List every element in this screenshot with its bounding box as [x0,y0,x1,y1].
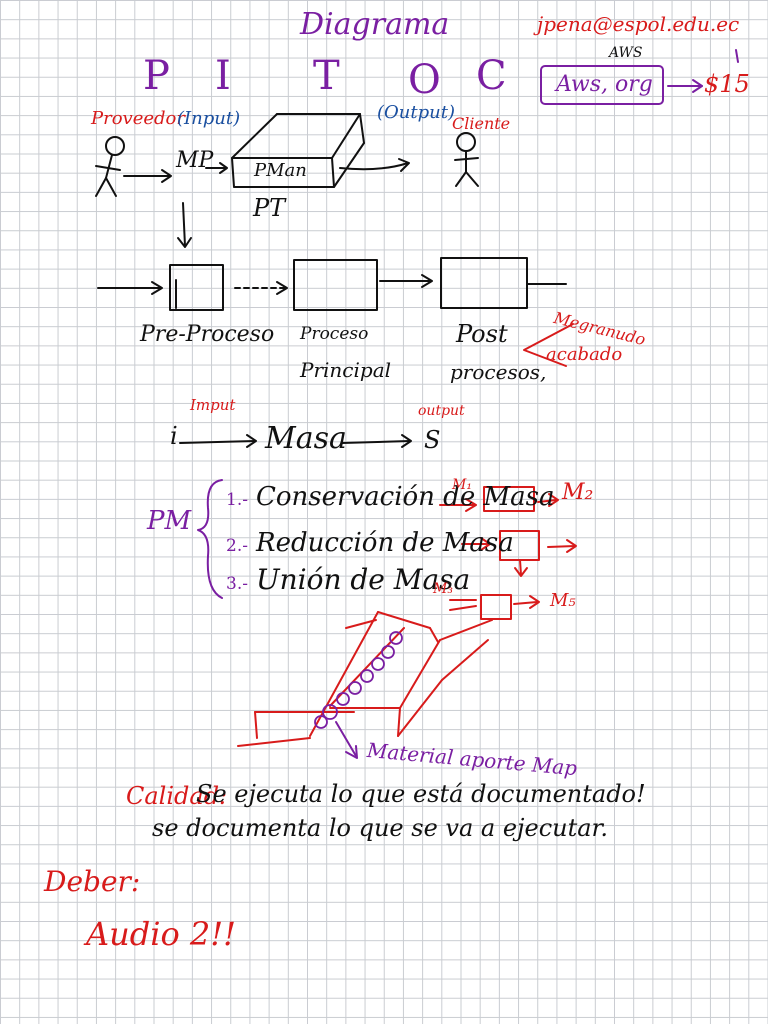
pitoc-letter-i: I [215,53,231,99]
weld-sketch [237,611,493,747]
pitoc-letter-c: C [476,53,507,99]
email: jpena@espol.edu.ec [537,12,740,36]
imput-label: Imput [190,396,236,414]
weld-bead [314,631,403,729]
pitoc-letter-t: T [313,53,340,99]
post-label: Post [456,320,508,348]
input-label: (Input) [177,108,241,129]
deber-label: Deber: [44,865,141,898]
aws-box [540,65,664,105]
pm-item-3-number: 3.- [226,574,248,594]
pm-item-3-m-in: M₃ [433,581,453,597]
aws-box-label: Aws, org [556,72,653,97]
calidad-label: Calidad: [126,782,228,810]
pm-item-1-m-out: M₂ [562,480,594,505]
pm-item-1-text: Conservación de Masa [256,482,555,512]
pitoc-letter-o: O [408,57,441,103]
proceso-label: Proceso [300,324,369,344]
acabado-label: acabado [546,344,623,365]
pitoc-letter-p: P [143,53,170,99]
output-small-label: output [418,403,465,419]
aws-small-label: AWS [609,45,643,61]
pman-label: PMan [254,160,307,181]
calidad-line-2: se documenta lo que se va a ejecutar. [152,814,609,842]
pm-item-1-number: 1.- [226,490,248,510]
pm-item-2-text: Reducción de Masa [256,528,514,558]
pm-item-3-m-out: M₅ [550,590,576,611]
process-chain [97,257,567,311]
pt-label: PT [253,194,286,222]
i-symbol: i [170,422,178,450]
pm-item-3-text: Unión de Masa [256,563,471,596]
calidad-line-1: Se ejecuta lo que está documentado! [196,780,646,808]
output-label: (Output) [377,102,455,123]
pm-boxes [439,486,577,620]
price: $15 [704,70,750,98]
cliente-figure [454,132,479,187]
pman-box [231,113,365,188]
page-title: Diagrama [300,7,450,42]
pre-proceso-label: Pre-Proceso [140,322,275,347]
principal-label: Principal [300,358,392,382]
pm-item-2-number: 2.- [226,536,248,556]
deber-item: Audio 2!! [86,915,236,953]
proveedor-label: Proveedor [91,108,185,129]
proveedor-figure [95,136,125,197]
pm-label: PM [147,506,192,536]
procesos-label: procesos, [450,360,547,384]
masa-label: Masa [265,421,347,456]
pm-item-1-m-in: M₁ [452,477,472,493]
s-symbol: S [424,426,441,454]
cliente-label: Cliente [452,114,511,133]
mp-label: MP [176,148,214,173]
